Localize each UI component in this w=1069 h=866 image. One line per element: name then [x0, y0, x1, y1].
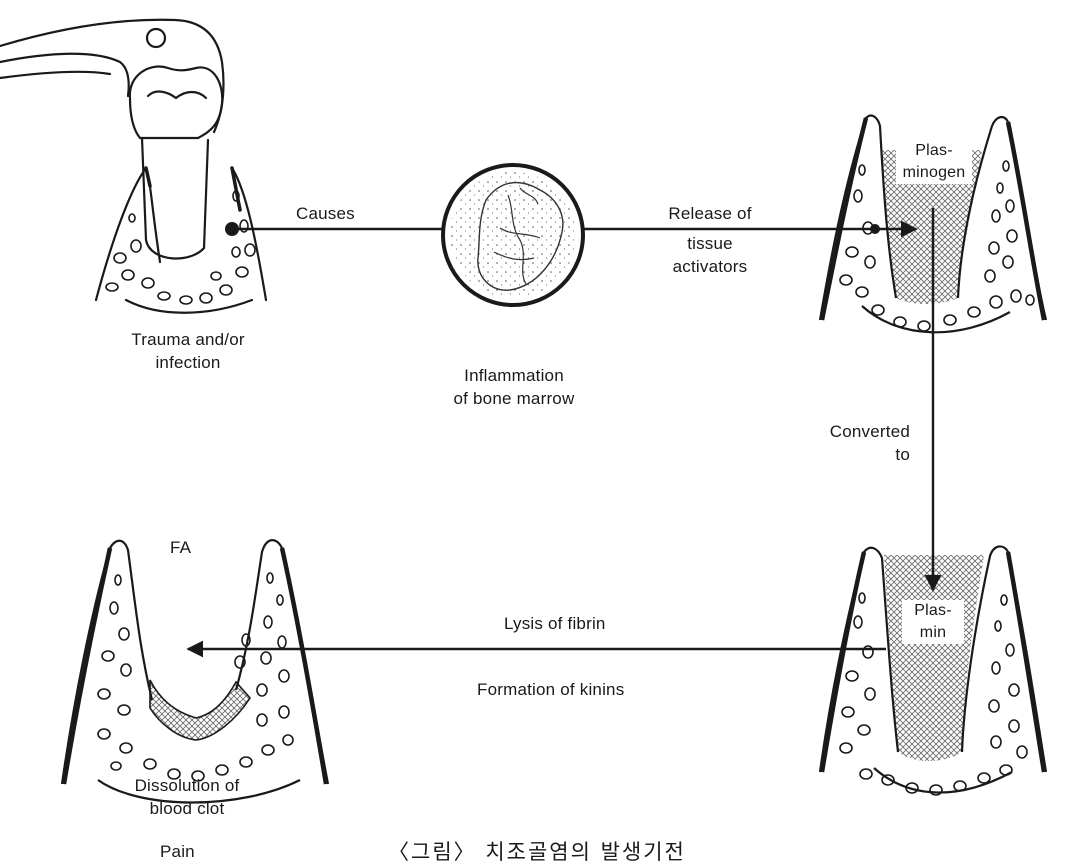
plasmin-label: Plas-min — [902, 600, 964, 644]
dry-socket-illustration — [62, 540, 328, 802]
trauma-tooth-illustration — [0, 20, 266, 313]
trauma-bone-marrow-spaces — [106, 191, 255, 304]
kinins-label: Formation of kinins — [477, 678, 624, 701]
pain-label: Pain — [160, 840, 195, 863]
lysis-label: Lysis of fibrin — [504, 612, 606, 635]
release-label: Release of tissue activators — [640, 202, 780, 278]
release-arrow-dot — [870, 224, 880, 234]
trauma-origin-dot — [225, 222, 239, 236]
figure-caption: 〈그림〉 치조골염의 발생기전 — [388, 836, 686, 866]
fa-label: FA — [170, 536, 191, 559]
causes-label: Causes — [296, 202, 355, 225]
inflammation-bone-marrow-illustration — [443, 165, 583, 305]
plasminogen-label: Plas-minogen — [896, 140, 972, 184]
